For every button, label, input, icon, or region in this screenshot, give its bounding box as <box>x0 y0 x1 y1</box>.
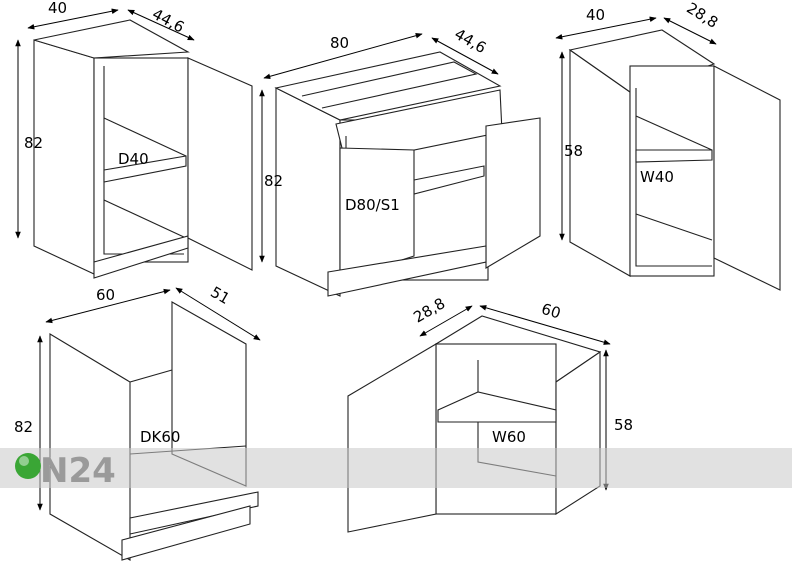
dim-height-label: 58 <box>564 142 583 160</box>
dim-depth-line <box>419 305 473 337</box>
dim-depth-line <box>663 17 717 45</box>
dim-width-line <box>263 32 423 80</box>
cabinet-dk60: DK60 60 51 82 <box>14 283 261 561</box>
top-panel <box>568 29 716 93</box>
cabinet-code: W40 <box>640 168 674 186</box>
dim-width-line <box>45 288 171 324</box>
watermark: N24 <box>0 448 792 491</box>
dim-height-label: 82 <box>264 172 283 190</box>
inner-edge <box>635 115 713 151</box>
watermark-band <box>0 448 792 488</box>
cabinet-w60: W60 28,8 60 58 <box>347 294 633 533</box>
cabinet-code: D40 <box>118 150 149 168</box>
dim-width-line <box>555 16 657 40</box>
dim-width-label: 40 <box>48 0 67 17</box>
shelf <box>103 155 187 183</box>
dim-depth-line <box>127 9 195 41</box>
dim-width-line <box>27 8 119 30</box>
inner-edge <box>103 117 187 157</box>
dim-depth-label: 51 <box>207 283 233 308</box>
dim-width-label: 40 <box>586 6 605 24</box>
side-panel <box>33 39 95 275</box>
drawer-front <box>129 491 259 535</box>
dim-depth-label: 44,6 <box>451 25 489 57</box>
dim-depth-line <box>175 287 261 341</box>
dim-depth-line <box>431 37 499 75</box>
dim-depth-label: 44,6 <box>149 5 187 37</box>
dim-depth-label: 28,8 <box>683 0 721 32</box>
dim-width-label: 80 <box>330 34 349 52</box>
plinth <box>121 505 251 561</box>
dim-height-label: 82 <box>24 134 43 152</box>
cabinet-code: DK60 <box>140 428 180 446</box>
watermark-dot-icon <box>15 453 41 479</box>
dim-height-label: 58 <box>614 416 633 434</box>
top-edge <box>129 369 173 383</box>
inner-back <box>635 88 712 267</box>
left-door-closed <box>339 147 415 281</box>
cabinet-d80-s1: D80/S1 80 44,6 82 <box>259 25 541 297</box>
shelf <box>635 149 713 163</box>
top-panel <box>274 51 502 121</box>
inner-edge-lower <box>635 213 713 241</box>
cabinet-code: W60 <box>492 428 526 446</box>
top-rail <box>301 61 478 109</box>
dim-width-label: 60 <box>96 286 115 304</box>
dim-width-label: 60 <box>539 300 563 323</box>
side-panel <box>49 333 131 561</box>
top-panel <box>33 19 190 59</box>
open-door <box>347 343 437 533</box>
dim-depth-label: 28,8 <box>410 294 448 326</box>
cabinet-code: D80/S1 <box>345 196 400 214</box>
plinth <box>327 245 487 297</box>
open-door <box>187 57 253 271</box>
right-door-open <box>485 117 541 269</box>
side-panel <box>275 87 341 297</box>
cabinet-d40: D40 40 44,6 82 <box>15 0 253 279</box>
plinth <box>93 235 189 279</box>
dim-height-label: 82 <box>14 418 33 436</box>
dim-width-line <box>479 305 611 345</box>
inner-edge-lower <box>103 199 187 239</box>
open-door <box>713 65 781 291</box>
watermark-logo-text: N24 <box>40 451 116 491</box>
shelf <box>437 391 557 423</box>
cabinet-w40: W40 40 28,8 58 <box>555 0 781 291</box>
front-opening <box>629 65 715 277</box>
